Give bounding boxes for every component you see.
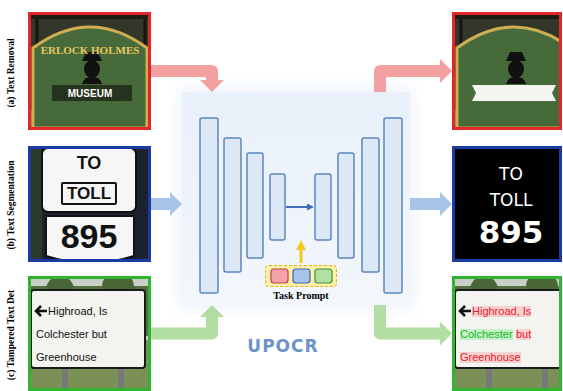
input-photo bbox=[28, 276, 151, 391]
prompt-token bbox=[271, 269, 288, 283]
output-photo bbox=[452, 276, 562, 391]
sign-text: TO bbox=[77, 154, 102, 172]
task-prompt-box: Task Prompt bbox=[265, 265, 337, 287]
mask-text: TOLL bbox=[490, 192, 533, 209]
flow-arrow bbox=[151, 317, 212, 334]
blank-banner bbox=[472, 85, 556, 101]
encoder-layer bbox=[247, 153, 263, 258]
decoder-layer bbox=[384, 118, 402, 293]
sign-text: Highroad, Is bbox=[48, 306, 107, 317]
prompt-token bbox=[315, 269, 332, 283]
network-block: UPOCRTask Prompt bbox=[182, 92, 410, 305]
sign-text: ERLOCK HOLMES bbox=[41, 45, 140, 56]
mask-text: TO bbox=[499, 166, 523, 183]
flow-arrow bbox=[380, 305, 440, 334]
decoder-layer bbox=[338, 153, 354, 258]
flow-arrow bbox=[380, 71, 440, 92]
row-label: (c) Tampered Text Det bbox=[7, 290, 17, 380]
decoder-layer bbox=[315, 174, 331, 240]
bottleneck-arrow bbox=[286, 206, 307, 208]
flow-arrow bbox=[151, 71, 212, 80]
output-image: Highroad, Is ColchesterbutGreenhouse bbox=[452, 276, 562, 391]
input-photo bbox=[28, 146, 151, 262]
tampered-text: Greenhouse bbox=[460, 352, 521, 363]
flow-arrow bbox=[151, 198, 170, 210]
output-image bbox=[452, 12, 562, 130]
sign-text: Greenhouse bbox=[36, 352, 97, 363]
output-photo bbox=[452, 12, 562, 130]
unet-layers bbox=[200, 118, 402, 293]
input-image: Highroad, Is Colchester butGreenhouse bbox=[28, 276, 151, 391]
encoder-layer bbox=[224, 138, 241, 272]
row-label: (a) Text Removal bbox=[7, 38, 17, 107]
route-shield bbox=[46, 216, 134, 262]
encoder-layer bbox=[270, 174, 285, 240]
prompt-token bbox=[293, 269, 310, 283]
input-image: TO TOLL 895 bbox=[28, 146, 151, 262]
segmentation-mask bbox=[452, 146, 562, 262]
tampered-text: Highroad, Is bbox=[472, 306, 531, 317]
authentic-text: Colchester bbox=[460, 329, 513, 340]
encoder-layer bbox=[200, 118, 218, 293]
sign-banner bbox=[52, 85, 132, 101]
output-image: TO TOLL 895 bbox=[452, 146, 562, 262]
input-photo bbox=[28, 12, 151, 130]
mask-text: 895 bbox=[479, 217, 544, 248]
sign-text: MUSEUM bbox=[68, 89, 112, 99]
sign-text: 895 bbox=[61, 219, 118, 253]
decoder-layer bbox=[362, 138, 379, 272]
photo-background bbox=[28, 146, 151, 262]
road-sign bbox=[452, 276, 562, 391]
road-sign bbox=[28, 276, 151, 391]
sign-text: TOLL bbox=[61, 182, 117, 205]
museum-sign bbox=[28, 12, 151, 130]
input-image: ERLOCK HOLMES MUSEUM bbox=[28, 12, 151, 130]
sign-text: Colchester but bbox=[36, 329, 107, 340]
tampered-text: but bbox=[516, 329, 531, 340]
toll-sign bbox=[42, 148, 136, 212]
prompt-label: Task Prompt bbox=[273, 291, 328, 301]
museum-sign bbox=[452, 12, 562, 130]
flow-arrow bbox=[410, 198, 440, 210]
row-label: (b) Text Segmentation bbox=[7, 160, 17, 249]
model-name: UPOCR bbox=[247, 338, 318, 355]
prompt-arrow bbox=[300, 250, 303, 263]
